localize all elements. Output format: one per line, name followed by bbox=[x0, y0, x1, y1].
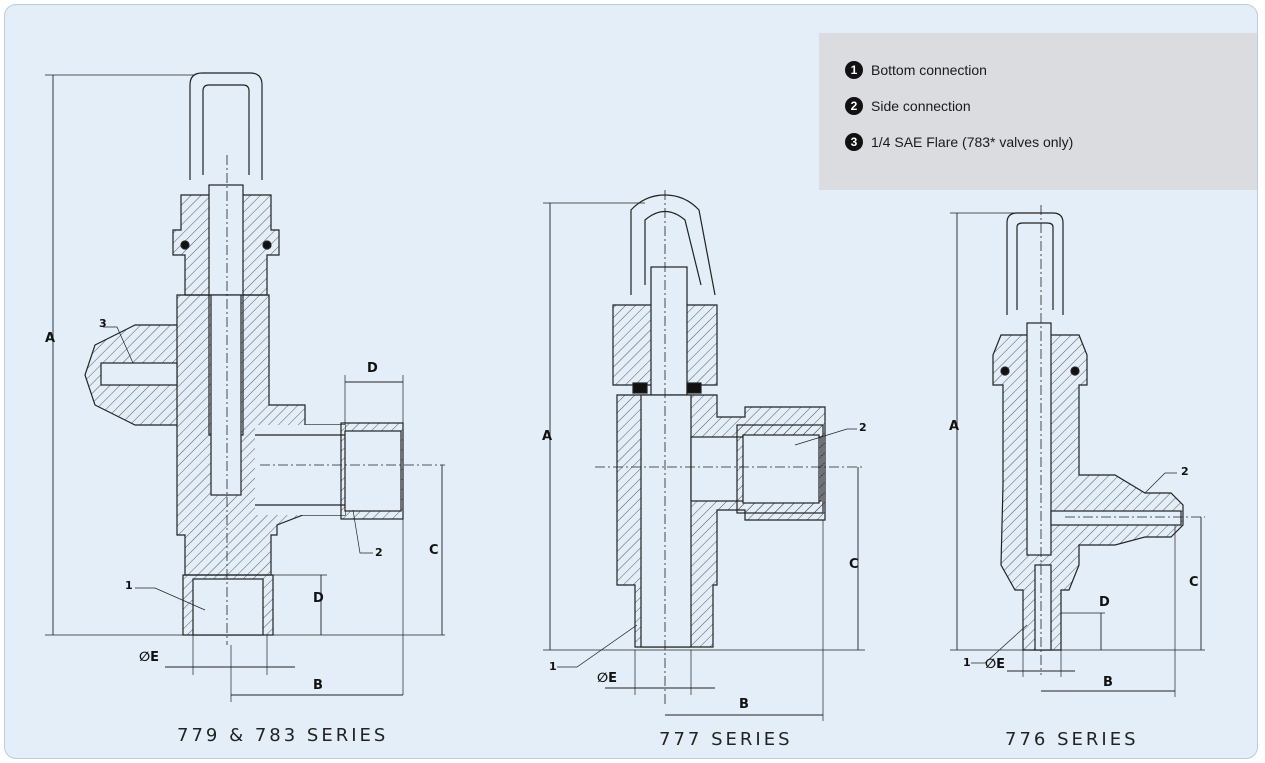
dimension-d-label: D bbox=[1099, 595, 1110, 610]
legend-item-sae-flare: 3 1/4 SAE Flare (783* valves only) bbox=[845, 133, 1073, 151]
dimension-e-label: ∅E bbox=[139, 650, 160, 665]
legend-label: 1/4 SAE Flare (783* valves only) bbox=[871, 134, 1074, 150]
dimension-a-label: A bbox=[542, 429, 553, 444]
dimension-b-label: B bbox=[1103, 675, 1113, 690]
callout-1: 1 bbox=[963, 656, 971, 669]
legend-number-badge: 3 bbox=[845, 133, 863, 151]
legend-item-side-connection: 2 Side connection bbox=[845, 97, 971, 115]
callout-1: 1 bbox=[549, 660, 557, 673]
dimension-b-label: B bbox=[739, 697, 749, 712]
dimension-e-label: ∅E bbox=[597, 671, 618, 686]
callout-3: 3 bbox=[99, 317, 107, 330]
callout-2: 2 bbox=[1181, 465, 1189, 478]
dimension-c-label: C bbox=[849, 557, 859, 572]
legend-box: 1 Bottom connection 2 Side connection 3 … bbox=[819, 33, 1257, 190]
valve-776-drawing bbox=[950, 205, 1205, 697]
dimension-c-label: C bbox=[429, 543, 439, 558]
legend-label: Bottom connection bbox=[871, 62, 987, 78]
dimension-a-label: A bbox=[949, 419, 960, 434]
valve-drawings bbox=[45, 72, 1205, 721]
callout-1: 1 bbox=[125, 579, 133, 592]
dimension-e-label: ∅E bbox=[985, 657, 1006, 672]
callout-2: 2 bbox=[375, 546, 383, 559]
legend-number-badge: 1 bbox=[845, 61, 863, 79]
dimension-c-label: C bbox=[1189, 575, 1199, 590]
dimension-b-label: B bbox=[313, 678, 323, 693]
dimension-d-bottom-label: D bbox=[313, 591, 324, 606]
dimension-a-label: A bbox=[45, 331, 56, 346]
legend-item-bottom-connection: 1 Bottom connection bbox=[845, 61, 987, 79]
legend-number-badge: 2 bbox=[845, 97, 863, 115]
series-title-777: 777 SERIES bbox=[659, 729, 793, 750]
valve-779-783-drawing bbox=[45, 72, 445, 702]
valve-777-drawing bbox=[543, 190, 865, 721]
legend-label: Side connection bbox=[871, 98, 971, 114]
callout-2: 2 bbox=[859, 421, 867, 434]
dimension-d-side-label: D bbox=[367, 361, 378, 376]
series-title-779-783: 779 & 783 SERIES bbox=[177, 725, 389, 746]
series-title-776: 776 SERIES bbox=[1005, 729, 1139, 750]
diagram-panel: 1 Bottom connection 2 Side connection 3 … bbox=[4, 4, 1258, 759]
